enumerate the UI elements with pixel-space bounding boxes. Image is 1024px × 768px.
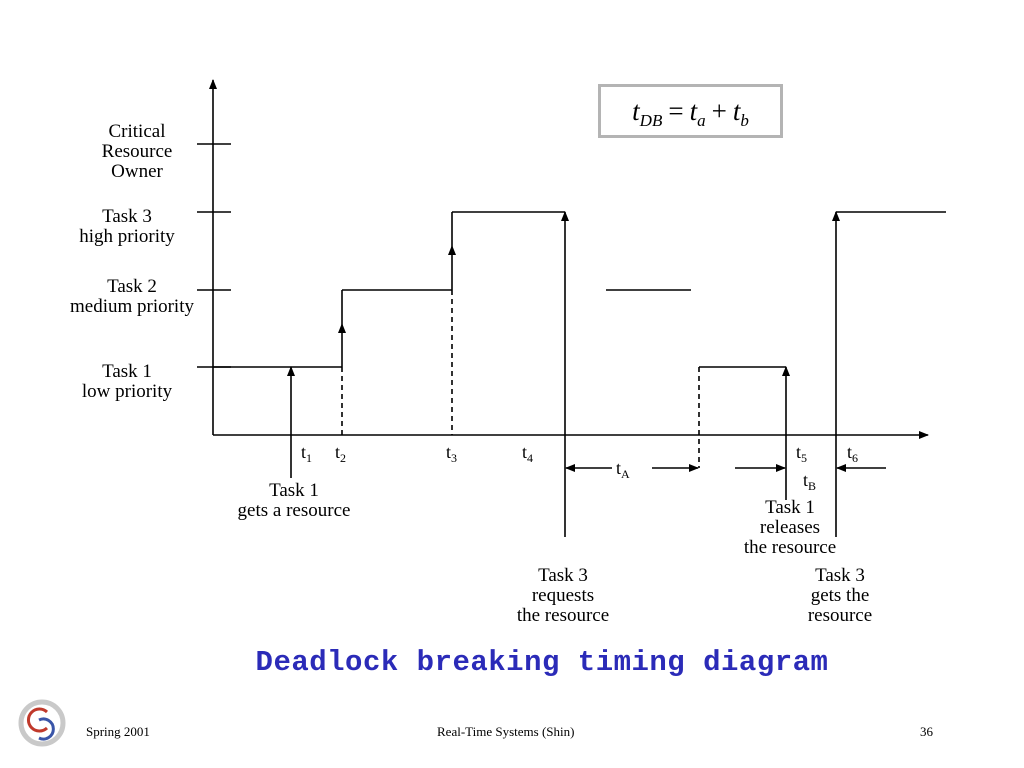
footer-date: Spring 2001 xyxy=(86,724,150,739)
tick-t4: t4 xyxy=(522,442,534,465)
footer-page-number: 36 xyxy=(920,724,933,739)
formula-box: tDB=ta+tb xyxy=(598,84,783,138)
tick-t1: t1 xyxy=(301,442,313,465)
annotation-task1-releases-resource: Task 1 releases the resource xyxy=(743,497,837,558)
tick-t5: t5 xyxy=(796,442,808,465)
tick-t6: t6 xyxy=(847,442,859,465)
tick-t3: t3 xyxy=(446,442,458,465)
tick-t2: t2 xyxy=(335,442,347,465)
y-label-task2: Task 2 medium priority xyxy=(69,276,194,317)
logo-icon xyxy=(18,699,66,747)
annotation-task1-gets-resource: Task 1 gets a resource xyxy=(237,480,351,521)
y-label-task1: Task 1 low priority xyxy=(81,361,173,402)
annotation-task3-requests-resource: Task 3 requests the resource xyxy=(516,565,610,626)
interval-label-tA: tA xyxy=(616,458,630,481)
annotation-task3-gets-resource: Task 3 gets the resource xyxy=(807,565,873,626)
y-label-task3: Task 3 high priority xyxy=(79,206,175,247)
footer-course: Real-Time Systems (Shin) xyxy=(437,724,575,739)
interval-label-tB: tB xyxy=(803,470,817,493)
slide-title: Deadlock breaking timing diagram xyxy=(255,646,829,679)
y-label-critical-resource-owner: Critical Resource Owner xyxy=(101,121,173,182)
